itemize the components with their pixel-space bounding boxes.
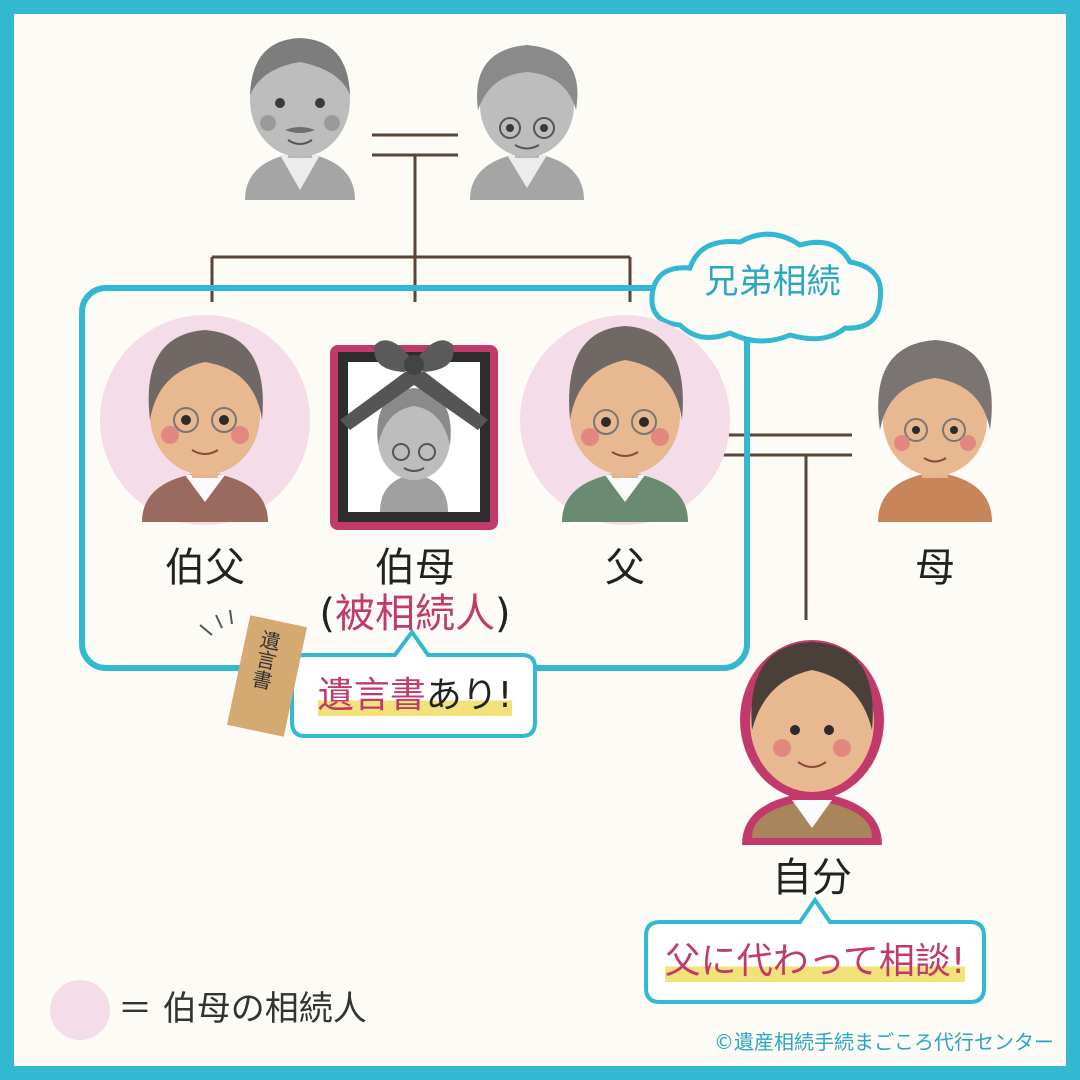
aunt-sublabel: (被相続人) bbox=[300, 594, 530, 634]
father-figure bbox=[562, 326, 688, 522]
will-callout-text: 遺言書あり! bbox=[300, 678, 530, 714]
consult-callout-highlight: 父に代わって相談! bbox=[665, 941, 966, 982]
uncle-label: 伯父 bbox=[140, 548, 270, 588]
mother-figure bbox=[878, 340, 992, 522]
self-label: 自分 bbox=[747, 858, 877, 898]
will-callout-emphasis: 遺言書 bbox=[318, 675, 426, 716]
aunt-sublabel-text: 被相続人 bbox=[335, 591, 495, 637]
will-callout-rest: あり! bbox=[426, 675, 512, 716]
group-label: 兄弟相続 bbox=[690, 265, 855, 299]
legend-text: ＝ 伯母の相続人 bbox=[118, 992, 367, 1026]
uncle-figure bbox=[142, 330, 268, 522]
grandfather-figure bbox=[245, 38, 355, 200]
credit-text: ©遺産相続手続まごころ代行センター bbox=[714, 1032, 1054, 1052]
father-label: 父 bbox=[560, 548, 690, 588]
legend-heir-swatch bbox=[50, 980, 110, 1040]
self-figure bbox=[740, 640, 884, 845]
consult-callout-text: 父に代わって相談! bbox=[650, 944, 980, 980]
mother-label: 母 bbox=[870, 548, 1000, 588]
aunt-label: 伯母 bbox=[350, 548, 480, 588]
grandmother-figure bbox=[470, 45, 584, 200]
aunt-memorial-frame bbox=[330, 340, 498, 530]
